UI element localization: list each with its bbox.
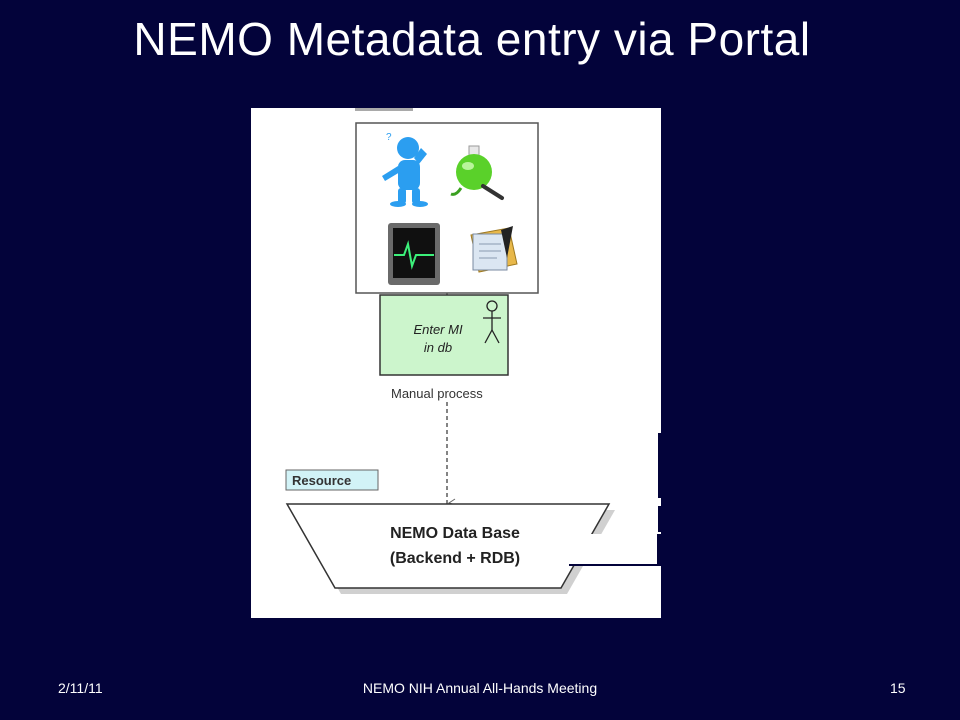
process-box-line2: in db (424, 340, 452, 355)
footer-meeting: NEMO NIH Annual All-Hands Meeting (362, 680, 598, 696)
flask-icon (450, 145, 504, 200)
question-mark: ? (386, 132, 392, 143)
edge-artifact (569, 534, 657, 564)
icons-panel (355, 122, 539, 294)
database-line1: NEMO Data Base (390, 525, 520, 542)
ecg-monitor-icon (388, 223, 440, 285)
process-box-line1: Enter MI (413, 322, 463, 337)
resource-tag (285, 469, 379, 491)
workflow-diagram: ? (251, 108, 661, 618)
person-thinking-icon: ? (382, 132, 428, 207)
process-box (379, 294, 509, 376)
edge-artifact (658, 433, 661, 498)
panel-tab (355, 108, 413, 111)
footer-date: 2/11/11 (58, 680, 103, 696)
edge-artifact (658, 506, 661, 532)
stick-figure-icon (483, 300, 501, 344)
notes-icon (470, 226, 518, 273)
footer-page-number: 15 (890, 680, 906, 696)
database-shape (285, 503, 611, 589)
slide-title: NEMO Metadata entry via Portal (133, 13, 811, 65)
resource-tag-label: Resource (292, 473, 351, 488)
diagram-svg: ? (285, 108, 661, 594)
manual-process-label: Manual process (391, 386, 483, 401)
database-line2: (Backend + RDB) (390, 550, 520, 567)
